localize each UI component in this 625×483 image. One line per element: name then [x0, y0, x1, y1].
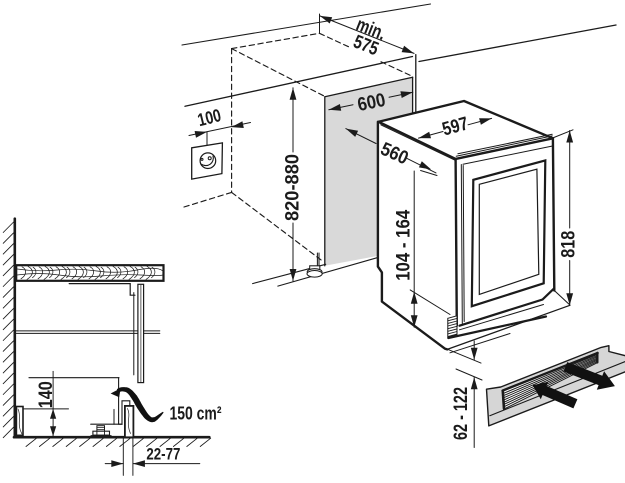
svg-text:62 - 122: 62 - 122	[451, 387, 472, 440]
svg-text:104 - 164: 104 - 164	[393, 209, 414, 280]
svg-text:22-77: 22-77	[146, 445, 180, 464]
svg-text:820-880: 820-880	[282, 154, 303, 221]
svg-text:140: 140	[36, 381, 57, 408]
svg-text:150 cm²: 150 cm²	[170, 402, 222, 423]
svg-text:818: 818	[559, 231, 580, 258]
